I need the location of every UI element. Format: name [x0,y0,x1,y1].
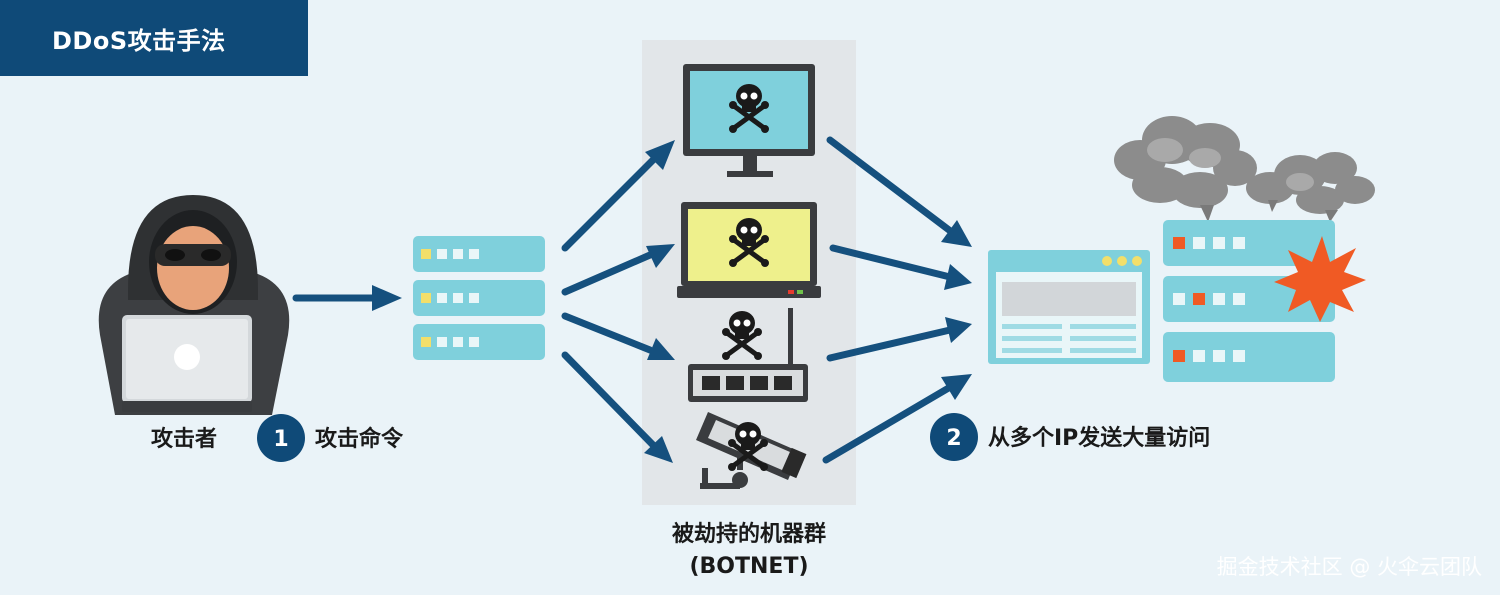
bot-laptop [677,202,821,298]
botnet-label-line1: 被劫持的机器群 [672,521,826,547]
explosion-burst [1274,236,1366,322]
bot-monitor [683,64,815,177]
step1-badge [257,414,305,462]
step2-label: 从多个IP发送大量访问 [988,425,1210,451]
step2-badge [930,413,978,461]
bot-router [688,308,808,402]
attacker-label: 攻击者 [151,426,217,452]
bot-camera [696,412,807,489]
arrows-server-to-bots [561,140,675,463]
arrow-attacker-to-server [292,285,402,311]
step1-label: 攻击命令 [315,426,404,452]
command-server [413,236,545,360]
attacker-figure [98,195,290,415]
target-webpage [988,250,1150,364]
target-server [1163,220,1335,382]
watermark-text: 掘金技术社区 @ 火伞云团队 [1217,555,1482,579]
step1-number: 1 [273,427,288,452]
smoke-clouds [1114,116,1375,222]
step2-number: 2 [946,426,961,451]
diagram-title: DDoS攻击手法 [0,0,308,76]
botnet-label-line2: (BOTNET) [689,554,808,579]
arrows-bots-to-target [822,136,972,464]
